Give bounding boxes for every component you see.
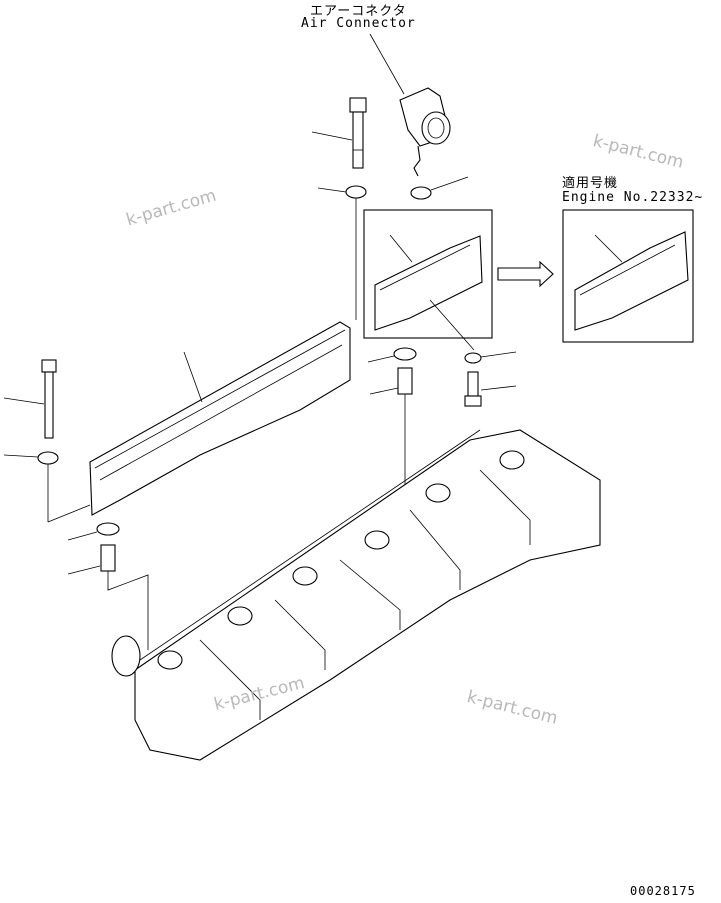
washer-mid (393, 347, 417, 361)
spacer-mid (397, 367, 413, 395)
bolt-left (3, 359, 57, 439)
air-connector-part (369, 33, 451, 177)
washer-left (37, 451, 59, 465)
cap-nuts (157, 450, 525, 670)
washer-connector (410, 186, 432, 200)
arrow-icon (497, 260, 554, 288)
bolt-right (467, 371, 479, 397)
spacer-lower (100, 544, 116, 572)
cover-bar (89, 321, 351, 516)
washer-upper (345, 185, 367, 199)
air-connector-label-en: Air Connector (301, 16, 416, 31)
applicable-label-jp: 適用号機 (562, 176, 619, 191)
inset-box-current (363, 209, 493, 339)
air-connector-label-jp: エアーコネクタ (310, 4, 407, 19)
washer-lower (96, 522, 120, 536)
figure-code: 00028175 (630, 884, 696, 898)
inset-box-new (562, 209, 694, 343)
head-cover-assembly (111, 429, 601, 761)
engine-no-label: Engine No.22332~ (562, 190, 704, 205)
washer-right (464, 352, 482, 364)
bolt-upper (311, 97, 367, 169)
